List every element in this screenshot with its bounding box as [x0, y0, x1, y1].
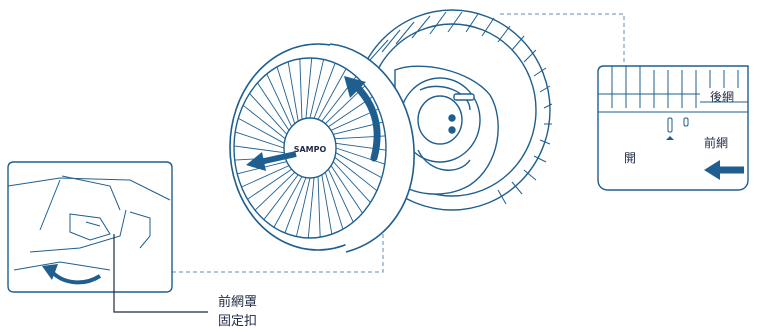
guard-spoke [287, 61, 299, 122]
guard-spoke [307, 177, 315, 239]
motor-housing [394, 65, 499, 195]
rotate-arrow [344, 76, 381, 162]
guard-spoke [276, 66, 296, 124]
guard-spoke [334, 156, 378, 192]
guard-spoke [317, 68, 347, 120]
guard-spoke [273, 176, 303, 228]
guard-spoke [330, 165, 363, 214]
guard-spoke [321, 174, 333, 235]
slide-arrow [704, 160, 744, 180]
guard-spoke [235, 131, 285, 149]
detail-left [7, 161, 173, 293]
guard-spoke [299, 58, 303, 120]
guard-spoke [335, 147, 385, 165]
guard-spoke [263, 174, 299, 220]
guard-spoke [313, 62, 336, 119]
guard-spoke [327, 169, 354, 223]
rear-net-label: 後網 [710, 90, 734, 104]
callout-line1: 前網罩 [218, 294, 257, 310]
guard-spoke [238, 117, 285, 144]
callout-line2: 固定扣 [218, 314, 257, 329]
guard-spoke [284, 177, 307, 234]
guard-spoke [242, 104, 286, 140]
guard-spoke [249, 93, 288, 135]
guard-spoke [247, 168, 292, 200]
guard-spoke [305, 57, 313, 119]
detail-right: 後網 前網 開 [597, 65, 749, 191]
guard-spoke [317, 176, 321, 238]
callout-line [113, 234, 208, 313]
guard-spoke [266, 73, 293, 127]
brand-logo: SAMPO [294, 145, 327, 154]
open-label: 開 [624, 151, 636, 165]
front-net-label: 前網 [704, 135, 728, 150]
guard-spokes [233, 57, 387, 239]
dashed-leaders [172, 13, 625, 273]
guard-spoke [335, 152, 382, 179]
latch-turn-arrow [42, 264, 102, 285]
guard-spoke [324, 172, 344, 230]
guard-spoke [309, 59, 325, 119]
guard-spoke [254, 171, 296, 211]
guard-spoke [332, 161, 371, 203]
pull-arrow [246, 151, 297, 171]
guard-spoke [257, 82, 290, 131]
guard-spoke [241, 165, 290, 188]
guard-spoke [295, 177, 311, 237]
guard-spoke [233, 145, 285, 154]
